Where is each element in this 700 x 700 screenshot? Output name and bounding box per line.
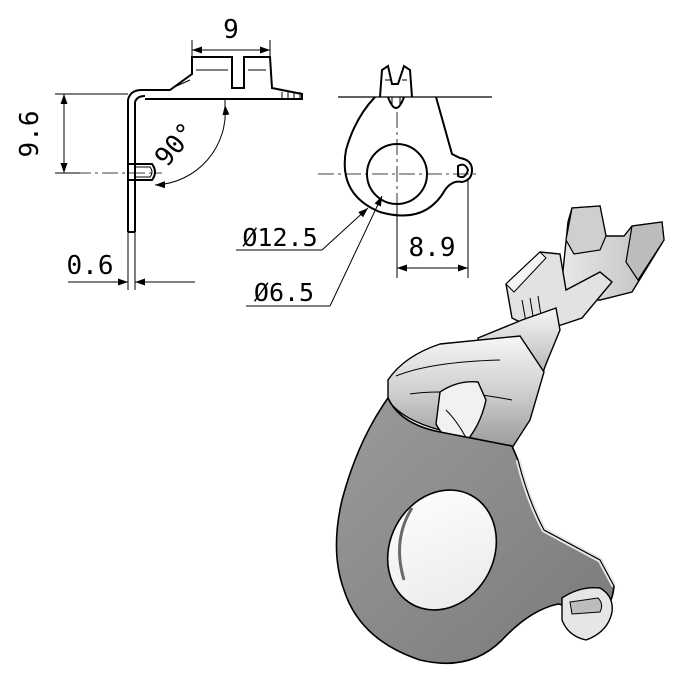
dim-diameter-outer: Ø12.5 [242,223,317,252]
dim-height-left: 9.6 [15,111,45,158]
dim-diameter-hole: Ø6.5 [254,278,314,307]
terminal-3d-render [335,205,665,665]
dim-angle: 90° [149,117,202,172]
dim-offset-right: 8.9 [409,233,456,263]
dim-thickness: 0.6 [67,251,114,281]
front-view: 8.9 Ø12.5 Ø6.5 [236,64,492,307]
dim-width-top: 9 [223,15,239,45]
